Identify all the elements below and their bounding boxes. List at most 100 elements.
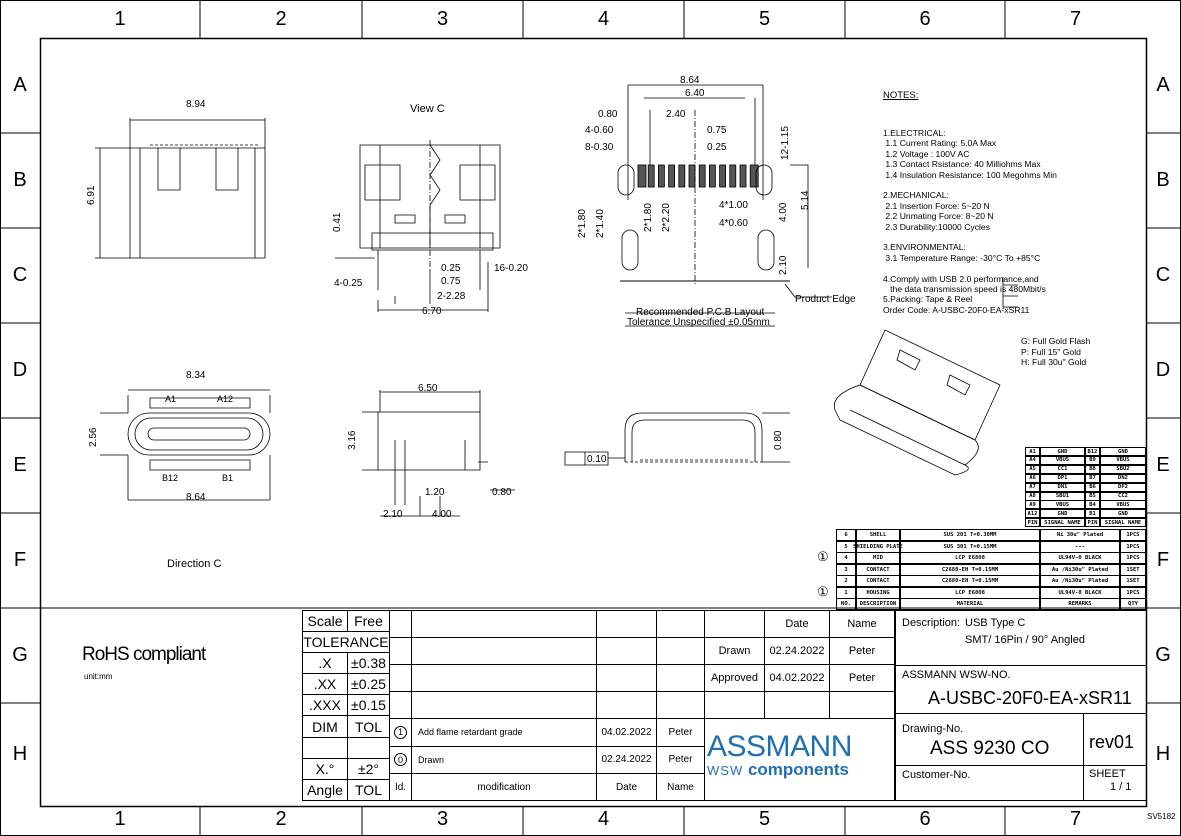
parts-table-cell: 1PCS — [1120, 540, 1146, 553]
pin-table-cell: VBUS — [1040, 455, 1085, 465]
pin-table-cell: VBUS — [1100, 455, 1146, 465]
empty-cell — [596, 610, 657, 638]
parts-table-cell: C2680-EH T=0.15MM — [900, 575, 1040, 587]
approval-date: 04.02.2022 — [764, 664, 830, 692]
pin-label: B12 — [162, 473, 178, 483]
approval-date-header: Date — [764, 610, 830, 638]
zone-row-label: F — [13, 548, 27, 571]
modification-header: Id. — [389, 773, 412, 801]
zone-row-label: C — [12, 263, 28, 286]
pcb-pad — [698, 164, 706, 188]
dim: 0.75 — [707, 125, 727, 136]
modification-text: Add flame retardant grade — [411, 718, 597, 747]
zone-row-label: B — [13, 168, 27, 191]
dim: 4-0.60 — [585, 125, 614, 136]
note-line: 2.MECHANICAL: — [883, 190, 949, 201]
pcb-pad — [719, 164, 726, 188]
empty-cell — [389, 664, 412, 692]
zone-row-label: H — [1155, 742, 1171, 765]
dim: 0.75 — [441, 276, 461, 287]
dim: 4.00 — [778, 202, 789, 222]
pcb-pad — [637, 164, 647, 188]
dim: 8.34 — [186, 370, 206, 381]
dim: 2.56 — [88, 427, 99, 447]
dim: 3.16 — [347, 430, 358, 450]
empty-cell — [656, 637, 705, 665]
dim: 6.50 — [418, 383, 438, 394]
zone-row-label: B — [1156, 168, 1170, 191]
approval-name-header: Name — [829, 610, 895, 638]
notes-title: NOTES: — [883, 89, 919, 101]
pcb-pad — [749, 164, 759, 188]
approval-name: Peter — [829, 637, 895, 665]
modification-name: Peter — [656, 745, 705, 774]
note-line: 1.1 Current Rating: 5.0A Max — [883, 138, 997, 149]
note-line: 2.2 Unmating Force: 8~20 N — [883, 211, 994, 222]
logo-brand: ASSMANN — [707, 730, 852, 763]
parts-table-cell: REMARKS — [1040, 598, 1120, 610]
pin-table-cell: DN2 — [1100, 473, 1146, 483]
revision: rev01 — [1089, 732, 1135, 752]
wsw-no-label: ASSMANN WSW-NO. — [902, 669, 1011, 681]
dim: 6.40 — [685, 88, 705, 99]
dim: 16-0.20 — [494, 263, 528, 274]
side-view — [362, 390, 515, 517]
description-line-2: SMT/ 16Pin / 90° Angled — [965, 634, 1085, 646]
logo-components: components — [747, 760, 850, 779]
parts-table-cell: NO. — [836, 598, 856, 610]
dim: 1.20 — [425, 487, 445, 498]
drawing-no: ASS 9230 CO — [930, 738, 1050, 759]
parts-table-cell: UL94V-0 BLACK — [1040, 552, 1120, 564]
unit-label: unit:mm — [84, 672, 113, 681]
pin-label: A12 — [217, 394, 233, 404]
pin-table-cell: B4 — [1085, 500, 1100, 510]
parts-table-cell: Au /Ni30u" Plated — [1040, 563, 1120, 576]
parts-table-cell: CONTACT — [856, 575, 900, 587]
tolerance-value: TOL — [347, 779, 390, 801]
pin-table-cell: A1 — [1025, 447, 1040, 456]
pcb-layout — [617, 84, 832, 327]
pin-table-cell: A5 — [1025, 464, 1040, 474]
modification-header: Name — [656, 773, 705, 801]
pin-table-cell: PIN — [1085, 518, 1100, 528]
parts-table-cell: 1 — [836, 586, 856, 599]
tolerance-header: TOLERANCE — [302, 631, 390, 653]
zone-row-label: G — [1155, 643, 1171, 666]
top-view — [95, 118, 266, 259]
note-line: 3.1 Temperature Range: -30°C To +85°C — [883, 252, 1041, 263]
parts-table-cell: 1PCS — [1120, 552, 1146, 564]
tolerance-value: ±0.15 — [347, 694, 390, 716]
dim: 6.70 — [422, 306, 442, 317]
dim: 0.80 — [598, 109, 618, 120]
tolerance-value — [347, 737, 390, 759]
parts-table-cell: 1PCS — [1120, 529, 1146, 541]
pin-table-cell: A12 — [1025, 509, 1040, 519]
zone-column-label: 6 — [919, 808, 931, 830]
parts-table-cell: QTY — [1120, 598, 1146, 610]
parts-table-cell: 6 — [836, 529, 856, 541]
note-line: 1.3 Contact Rsistance: 40 Milliohms Max — [883, 159, 1041, 170]
dim: 2.40 — [666, 109, 686, 120]
pin-table-cell: GND — [1040, 447, 1085, 456]
tolerance-dim: Angle — [302, 779, 348, 801]
front-view — [100, 389, 271, 501]
title-block-cell — [1083, 765, 1147, 801]
dim: 2.10 — [778, 255, 789, 275]
note-line: 4.Comply with USB 2.0 performance,and — [883, 273, 1039, 284]
dim: 0.80 — [773, 430, 784, 450]
dim: 4*1.00 — [719, 200, 748, 211]
parts-table-cell: UL94V-0 BLACK — [1040, 586, 1120, 599]
zone-column-label: 5 — [758, 8, 771, 30]
parts-table-cell: SUS 301 T=0.15MM — [900, 540, 1040, 553]
tolerance-dim: DIM — [302, 715, 348, 738]
modification-text: Drawn — [411, 745, 597, 774]
empty-cell — [411, 610, 597, 638]
dim: 0.25 — [707, 142, 727, 153]
pin-table-cell: DP2 — [1100, 482, 1146, 492]
pin-table-cell: VBUS — [1040, 500, 1085, 510]
note-line — [883, 180, 1090, 190]
modification-date: 02.24.2022 — [596, 745, 657, 774]
zone-row-label: F — [1156, 548, 1170, 571]
empty-cell — [411, 691, 597, 719]
